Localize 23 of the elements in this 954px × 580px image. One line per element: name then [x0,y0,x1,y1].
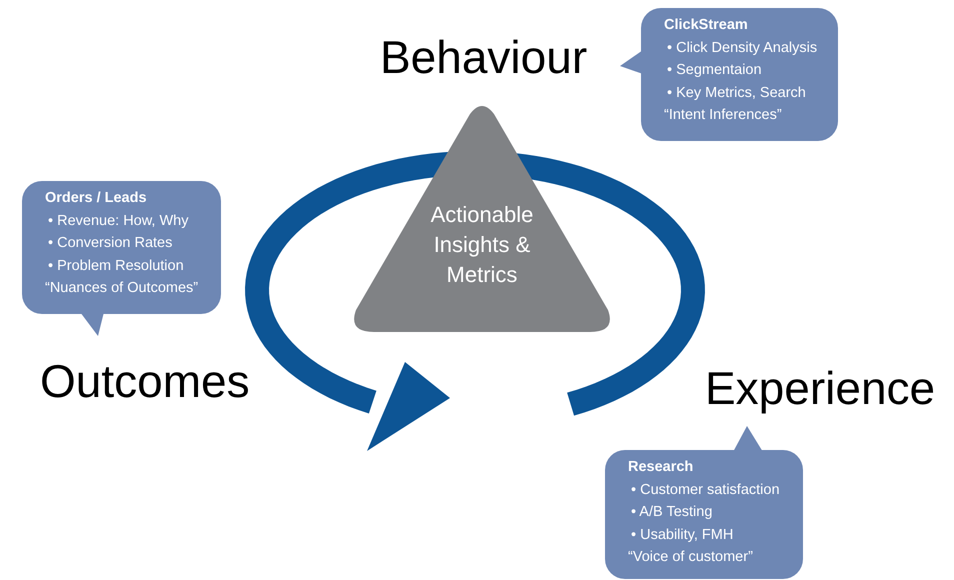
bullet-item: • Segmentaion [667,61,763,80]
bullet-item: • Key Metrics, Search [667,84,807,102]
quote-text: “Intent Inferences” [664,106,783,125]
bullet-item: • Revenue: How, Why [48,212,190,230]
bullet-item: • Problem Resolution [48,256,185,276]
bullet-item: • Customer satisfaction [631,480,780,500]
triangle-label: Actionable Insights & Metrics [430,201,534,289]
triangle-shape [352,104,612,332]
speech-bubble [22,181,221,336]
quote-text: “Nuances of Outcomes” [45,279,198,298]
quote-text: “Voice of customer” [628,548,754,567]
stage-label: Outcomes [40,358,250,404]
speech-bubble [620,8,838,141]
bubble-heading: Research [628,458,694,477]
bullet-item: • Conversion Rates [48,234,174,253]
bubble-heading: ClickStream [664,16,749,35]
stage-label: Behaviour [380,34,588,80]
speech-bubble [605,426,803,579]
bullet-item: • Usability, FMH [631,526,734,544]
bullet-item: • A/B Testing [631,503,714,522]
bubble-heading: Orders / Leads [45,189,148,208]
bullet-item: • Click Density Analysis [667,38,818,58]
stage-label: Experience [705,365,936,411]
